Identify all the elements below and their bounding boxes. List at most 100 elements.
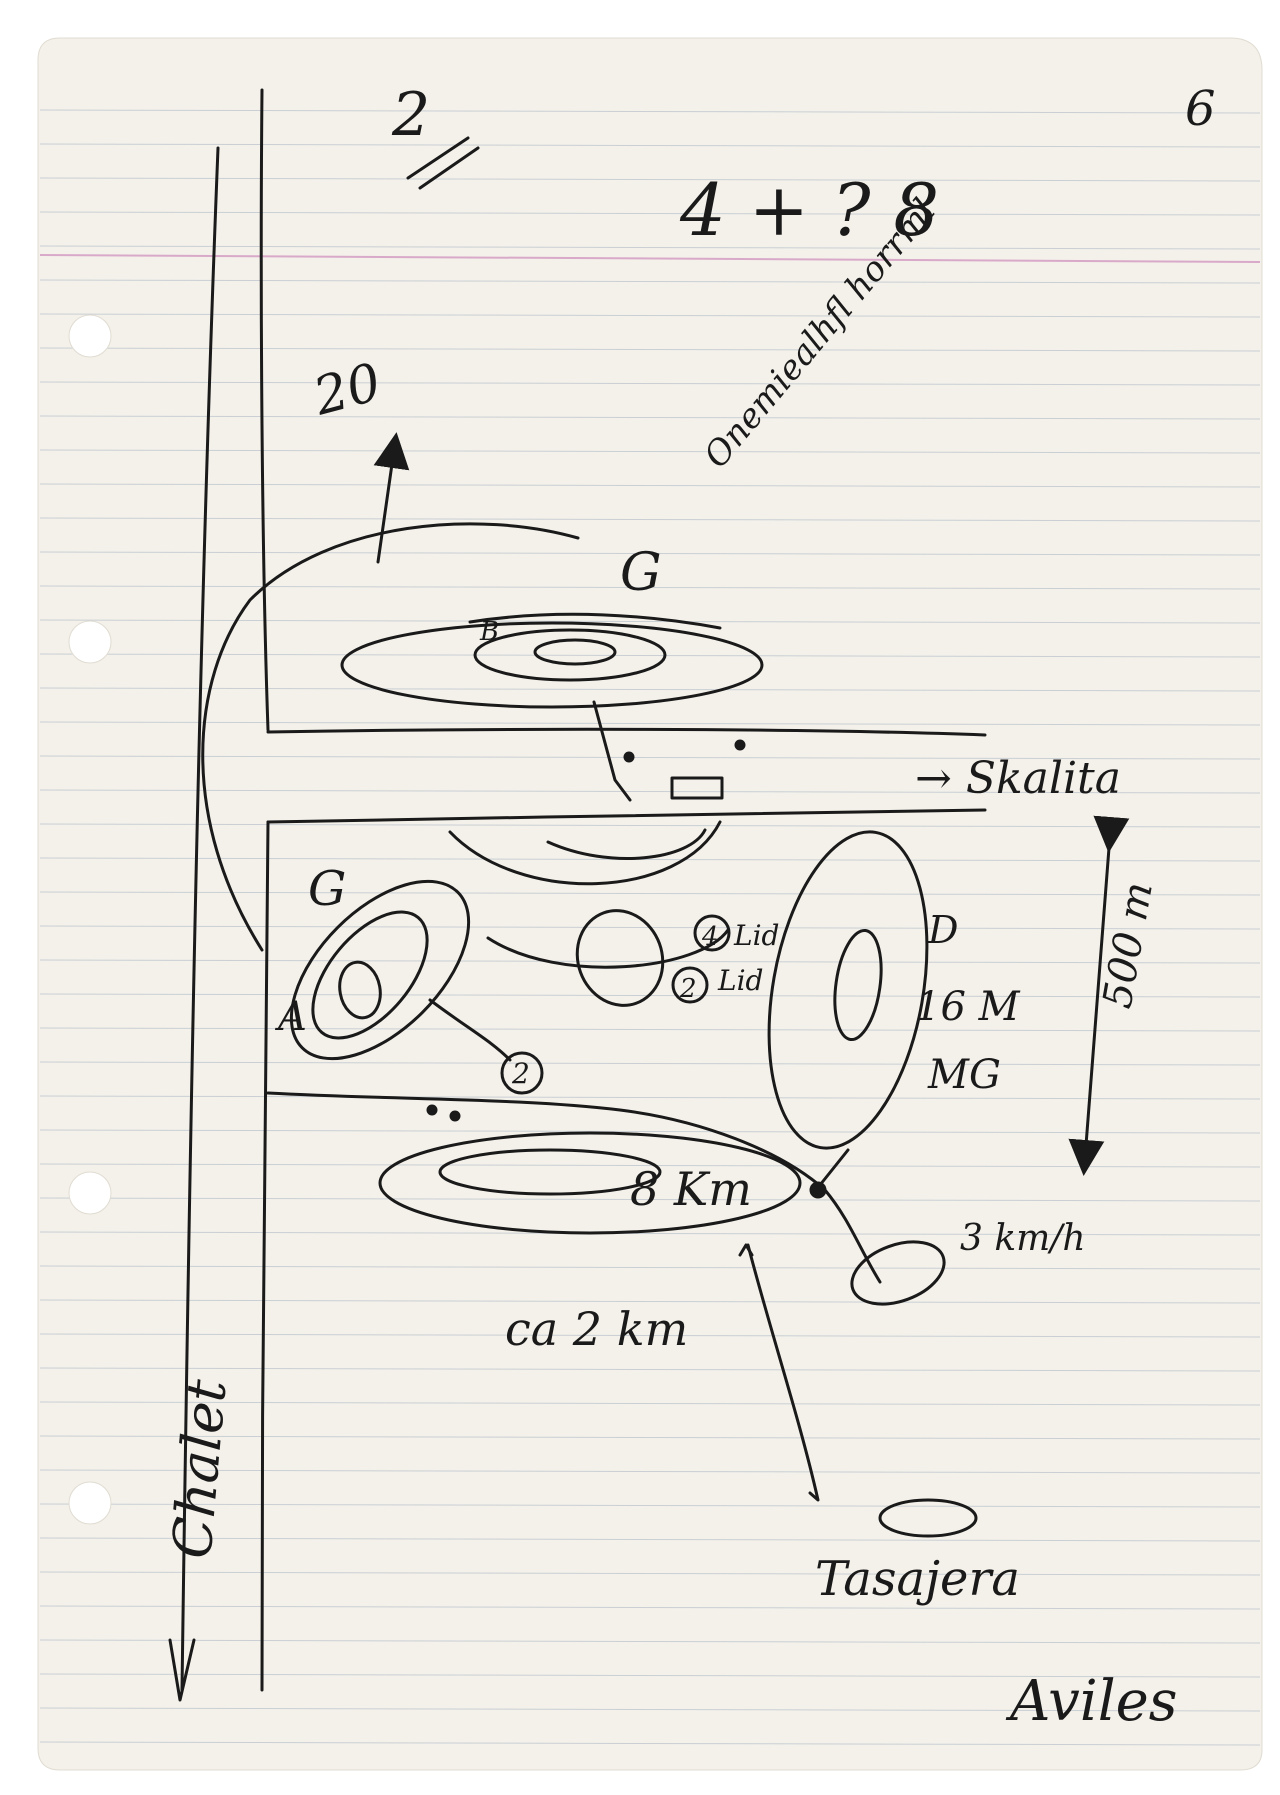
binder-hole bbox=[68, 1481, 112, 1525]
rule-line bbox=[39, 245, 1261, 250]
header-sum: 4 + ? 8 bbox=[679, 168, 939, 252]
contour-8km-inner bbox=[438, 1148, 662, 1196]
junction-dot bbox=[809, 1181, 827, 1199]
label-d: D bbox=[927, 908, 958, 952]
label-8km: 8 Km bbox=[630, 1162, 752, 1216]
rule-line bbox=[39, 1299, 1261, 1304]
arc-1 bbox=[546, 828, 707, 860]
contour-g-left-mid bbox=[311, 910, 429, 1040]
circle-3km bbox=[850, 1240, 946, 1306]
rule-line bbox=[39, 1265, 1261, 1270]
arc-2 bbox=[448, 820, 722, 886]
contour-center bbox=[575, 909, 665, 1007]
circle-2-small-label: 2 bbox=[511, 1057, 530, 1090]
arc-3 bbox=[486, 928, 730, 969]
rule-line bbox=[39, 585, 1261, 590]
rule-line bbox=[39, 1333, 1261, 1338]
rule-line bbox=[39, 857, 1261, 862]
rule-line bbox=[39, 653, 1261, 658]
rule-line bbox=[39, 1095, 1261, 1100]
contour-8km-outer bbox=[378, 1131, 802, 1235]
page-number: 6 bbox=[1185, 81, 1216, 137]
rule-line bbox=[39, 789, 1261, 794]
road-line-outer bbox=[180, 146, 220, 1692]
sketch-map bbox=[168, 88, 1130, 1702]
label-mg: MG bbox=[927, 1052, 1001, 1098]
contour-g-top-mid bbox=[473, 628, 667, 682]
rule-line bbox=[39, 449, 1261, 454]
rule-line bbox=[39, 1231, 1261, 1236]
scale-mark bbox=[406, 136, 480, 190]
rule-line bbox=[39, 1027, 1261, 1032]
binder-hole bbox=[68, 620, 112, 664]
rule-line bbox=[39, 1503, 1261, 1508]
contour-d-inner bbox=[833, 928, 883, 1042]
rule-line bbox=[39, 823, 1261, 828]
binder-holes bbox=[68, 314, 112, 1525]
rule-line bbox=[39, 143, 1261, 148]
rule-line bbox=[39, 1605, 1261, 1610]
circle-4 bbox=[693, 914, 731, 952]
rule-line bbox=[39, 211, 1261, 216]
rule-line bbox=[39, 1537, 1261, 1542]
contour-g-left-inner bbox=[338, 960, 382, 1020]
label-g-left: G bbox=[308, 861, 346, 917]
rule-line bbox=[39, 1639, 1261, 1644]
rule-line bbox=[39, 959, 1261, 964]
rule-line bbox=[39, 279, 1261, 284]
rule-line bbox=[39, 109, 1261, 114]
rule-line bbox=[39, 551, 1261, 556]
line-to-station bbox=[592, 700, 632, 802]
scale-top: 2 bbox=[391, 80, 430, 150]
label-a: A bbox=[274, 994, 307, 1040]
dot bbox=[623, 751, 635, 763]
road-line-inner bbox=[259, 88, 270, 732]
rule-line bbox=[39, 1707, 1261, 1712]
skalita-road-upper bbox=[266, 727, 987, 737]
skalita-road-lower bbox=[266, 808, 987, 824]
contour-g-top-inner bbox=[533, 638, 617, 666]
rule-line bbox=[39, 517, 1261, 522]
rule-line bbox=[39, 891, 1261, 896]
rule-line bbox=[39, 721, 1261, 726]
contour-g-top-outer bbox=[340, 621, 764, 709]
dot bbox=[449, 1110, 461, 1122]
rule-line bbox=[39, 347, 1261, 352]
label-tasajera: Tasajera bbox=[815, 1551, 1020, 1607]
d-tail bbox=[818, 1148, 850, 1187]
rule-line bbox=[39, 1571, 1261, 1576]
dot bbox=[426, 1104, 438, 1116]
rule-line bbox=[39, 619, 1261, 624]
ruled-lines bbox=[39, 109, 1261, 1746]
rule-line bbox=[39, 1061, 1261, 1066]
circle-4-label: 4 bbox=[701, 922, 719, 952]
label-chalet: Chalet bbox=[160, 1377, 238, 1561]
rule-line bbox=[39, 1469, 1261, 1474]
rule-line bbox=[39, 1741, 1261, 1746]
rule-line bbox=[39, 1163, 1261, 1168]
contour-tasajera bbox=[878, 1498, 978, 1538]
line-to-circle-2 bbox=[428, 998, 512, 1062]
circle-2-small bbox=[500, 1051, 544, 1095]
dot bbox=[734, 739, 746, 751]
label-aviles: Aviles bbox=[1005, 1669, 1178, 1734]
label-16m: 16 M bbox=[915, 984, 1021, 1030]
contour-d-outer bbox=[767, 830, 929, 1150]
rule-line bbox=[39, 177, 1261, 182]
label-b: B bbox=[479, 617, 499, 647]
rule-line bbox=[39, 1129, 1261, 1134]
label-skalita: → Skalita bbox=[915, 753, 1121, 804]
route-south bbox=[746, 1243, 820, 1502]
contour-g-top-arc bbox=[468, 612, 722, 630]
rule-line bbox=[39, 1673, 1261, 1678]
road-line-inner-lower bbox=[260, 820, 270, 1692]
rule-line bbox=[39, 483, 1261, 488]
rule-line bbox=[39, 415, 1261, 420]
scale-500m bbox=[1068, 815, 1130, 1176]
label-g-top: G bbox=[620, 543, 662, 603]
circle-2-note: Lid bbox=[717, 964, 763, 997]
binder-hole bbox=[68, 314, 112, 358]
down-arrow bbox=[168, 1638, 196, 1702]
rule-line bbox=[39, 755, 1261, 760]
circle-4-note: Lid bbox=[733, 919, 779, 952]
